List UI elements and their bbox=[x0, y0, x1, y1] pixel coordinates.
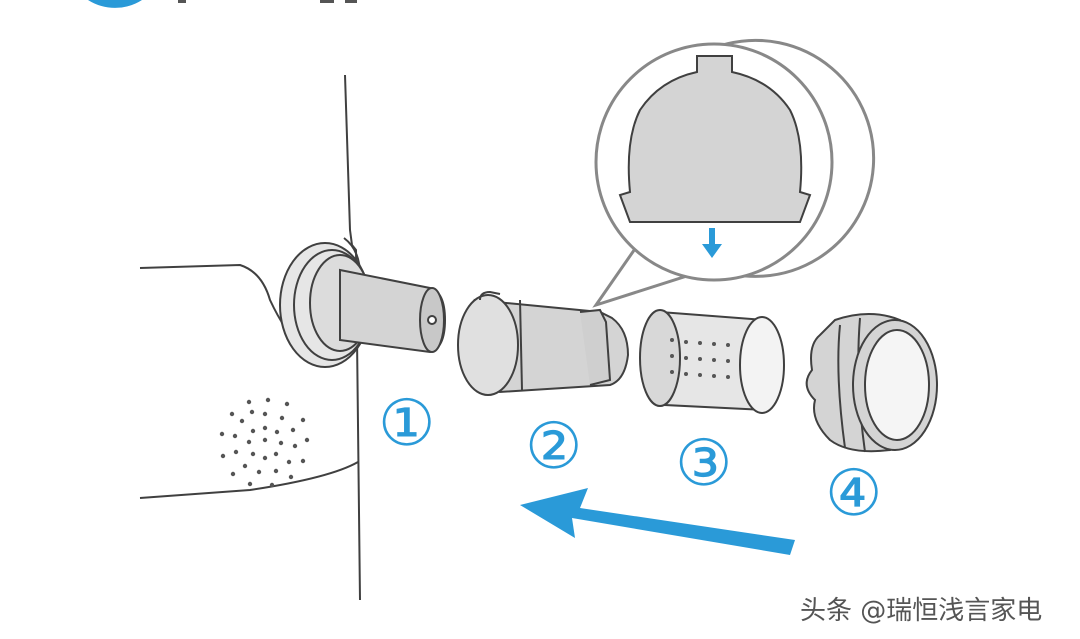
part-4-end-cap bbox=[805, 313, 938, 453]
label-part-4: ④ bbox=[825, 457, 882, 531]
watermark-text: 头条 @瑞恒浅言家电 bbox=[800, 596, 1043, 626]
step-badge bbox=[88, 0, 357, 8]
part-2-cartridge bbox=[457, 290, 630, 396]
mesh-holes bbox=[670, 338, 730, 379]
detail-callout bbox=[592, 38, 876, 308]
direction-arrow bbox=[520, 488, 795, 555]
label-part-2: ② bbox=[525, 410, 582, 484]
part-3-mesh-sleeve bbox=[639, 309, 785, 414]
label-part-1: ① bbox=[378, 387, 435, 461]
part-1-shaft bbox=[279, 242, 447, 368]
vent-pattern bbox=[219, 397, 310, 488]
label-part-3: ③ bbox=[675, 427, 732, 501]
